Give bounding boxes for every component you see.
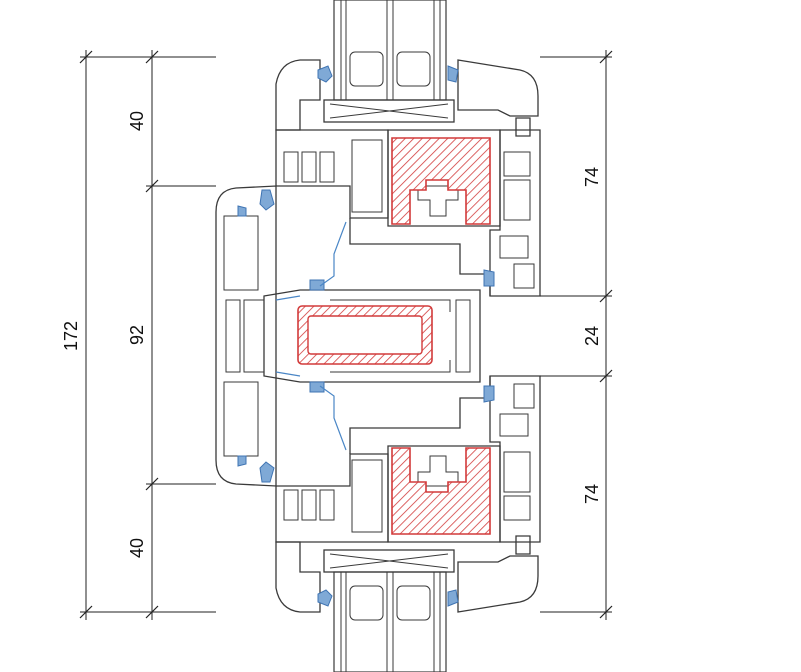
right-dimensions	[540, 50, 613, 620]
dim-left-outer: 172	[61, 321, 81, 351]
glazing-top	[323, 0, 455, 123]
gaskets	[237, 65, 495, 607]
dim-left-middle: 92	[127, 325, 147, 345]
dim-right-top: 74	[582, 167, 602, 187]
left-dimensions	[79, 50, 216, 620]
dim-right-middle: 24	[582, 326, 602, 346]
dim-left-top: 40	[127, 111, 147, 131]
sash-gasket-lines	[275, 221, 347, 451]
dim-right-bottom: 74	[582, 484, 602, 504]
glazing-bottom	[323, 549, 455, 672]
dim-left-bottom: 40	[127, 538, 147, 558]
steel-reinforcement-lower	[391, 447, 491, 535]
steel-reinforcement-upper	[391, 137, 491, 225]
